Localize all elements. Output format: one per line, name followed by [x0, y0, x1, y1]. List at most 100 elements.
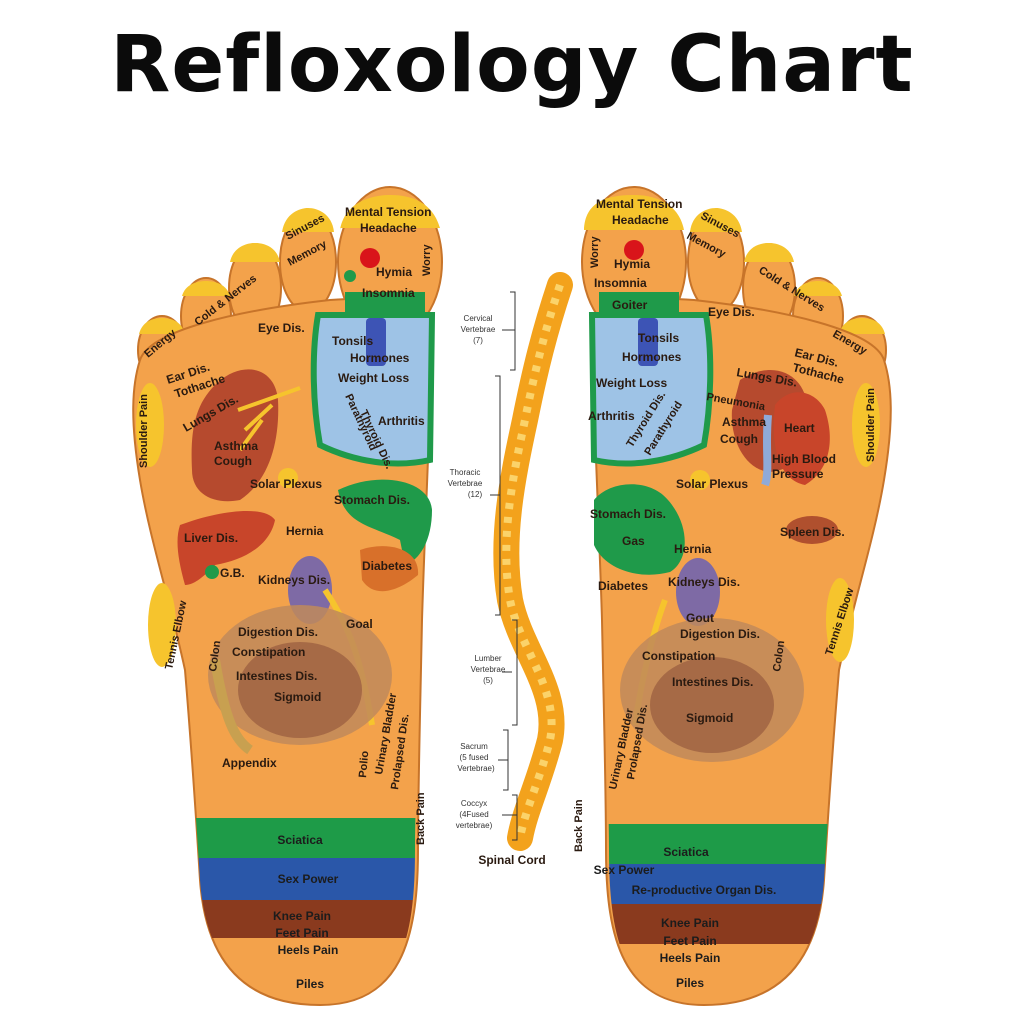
right-spleen [786, 516, 838, 544]
left-weight-loss-label: Weight Loss [338, 371, 409, 385]
left-mental-tension-label: Mental Tension [345, 205, 431, 219]
left-heels-pain-label: Heels Pain [278, 943, 339, 957]
right-head-dot [624, 240, 644, 260]
left-big-toe-tip [340, 195, 440, 230]
left-polio-label: Polio [357, 750, 371, 778]
right-hormones-label: Hormones [622, 350, 682, 364]
left-knee-pain-label: Knee Pain [273, 909, 331, 923]
right-gas-label: Gas [622, 534, 645, 548]
left-eye-label: Eye Dis. [258, 321, 305, 335]
left-pancreas [360, 546, 419, 592]
left-back-pain-label: Back Pain [415, 792, 427, 845]
left-headache-label: Headache [360, 221, 417, 235]
right-stomach-label: Stomach Dis. [590, 507, 666, 521]
left-kidneys-label: Kidneys Dis. [258, 573, 330, 587]
left-diabetes-label: Diabetes [362, 559, 412, 573]
right-colon-label: Colon [771, 640, 787, 673]
left-hernia-label: Hernia [286, 524, 324, 538]
left-feet-pain-label: Feet Pain [275, 926, 328, 940]
right-intestines-label: Intestines Dis. [672, 675, 753, 689]
left-cough-label: Cough [214, 454, 252, 468]
left-liver [177, 510, 275, 585]
coccyx-label-1: Coccyx [461, 799, 487, 808]
left-arthritis-label: Arthritis [378, 414, 425, 428]
left-sciatica-label: Sciatica [277, 833, 323, 847]
right-hernia-label: Hernia [674, 542, 712, 556]
left-sex-power-label: Sex Power [278, 872, 339, 886]
right-shoulder-zone [852, 383, 880, 467]
right-cough-label: Cough [720, 432, 758, 446]
cervical-label-3: (7) [473, 336, 483, 345]
thoracic-label-1: Thoracic [450, 468, 481, 477]
left-stomach-label: Stomach Dis. [334, 493, 410, 507]
right-asthma-label: Asthma [722, 415, 766, 429]
right-kidney [676, 558, 720, 626]
left-asthma-label: Asthma [214, 439, 258, 453]
right-stomach [594, 484, 685, 575]
right-blue-zone [588, 312, 714, 467]
thoracic-label-2: Vertebrae [448, 479, 483, 488]
right-gout-label: Gout [686, 611, 714, 625]
right-foot [581, 186, 892, 1007]
left-hormones-label: Hormones [350, 351, 410, 365]
left-constipation-label: Constipation [232, 645, 305, 659]
right-thyroid-coil [638, 318, 658, 366]
right-tonsils-label: Tonsils [638, 331, 679, 345]
right-elbow-zone [826, 578, 854, 662]
right-reproductive-label: Re-productive Organ Dis. [632, 883, 777, 897]
sacrum-label-1: Sacrum [460, 742, 488, 751]
right-weight-loss-label: Weight Loss [596, 376, 667, 390]
left-insomnia-label: Insomnia [362, 286, 415, 300]
right-sigmoid-label: Sigmoid [686, 711, 733, 725]
lumber-label-3: (5) [483, 676, 493, 685]
spinal-cord-label: Spinal Cord [478, 853, 545, 867]
right-kidneys-label: Kidneys Dis. [668, 575, 740, 589]
left-tonsils-label: Tonsils [332, 334, 373, 348]
left-intestines-label: Intestines Dis. [236, 669, 317, 683]
left-goal-label: Goal [346, 617, 373, 631]
left-solar-plexus-label: Solar Plexus [250, 477, 322, 491]
left-appendix-label: Appendix [222, 756, 277, 770]
left-head-dot [360, 248, 380, 268]
cervical-label-1: Cervical [464, 314, 493, 323]
right-worry-label: Worry [589, 236, 601, 268]
right-feet-pain-label: Feet Pain [663, 934, 716, 948]
right-heart-label: Heart [784, 421, 815, 435]
right-goiter-label: Goiter [612, 298, 648, 312]
sacrum-label-2: (5 fused [460, 753, 489, 762]
right-mental-tension-label: Mental Tension [596, 197, 682, 211]
coccyx-label-3: vertebrae) [456, 821, 493, 830]
cervical-label-2: Vertebrae [461, 325, 496, 334]
left-sigmoid-label: Sigmoid [274, 690, 321, 704]
right-eye-label: Eye Dis. [708, 305, 755, 319]
left-digestion-label: Digestion Dis. [238, 625, 318, 639]
right-hymia-label: Hymia [614, 257, 650, 271]
left-foot [132, 186, 443, 1007]
left-piles-label: Piles [296, 977, 324, 991]
sacrum-label-3: Vertebrae) [457, 764, 495, 773]
left-shoulder-zone [136, 383, 164, 467]
left-liver-label: Liver Dis. [184, 531, 238, 545]
right-band-knee-pain [590, 904, 890, 944]
right-back-pain-label: Back Pain [573, 799, 585, 852]
left-colon-label: Colon [207, 640, 223, 673]
thoracic-label-3: (12) [468, 490, 483, 499]
right-shoulder-pain-label: Shoulder Pain [865, 388, 877, 462]
right-heels-pain-label: Heels Pain [660, 951, 721, 965]
right-digestion-label: Digestion Dis. [680, 627, 760, 641]
right-pressure-label: Pressure [772, 467, 824, 481]
left-shoulder-pain-label: Shoulder Pain [138, 394, 150, 468]
left-blue-zone [310, 312, 436, 467]
left-gb-label: G.B. [220, 566, 245, 580]
coccyx-label-2: (4Fused [459, 810, 488, 819]
lumber-label-2: Vertebrae [471, 665, 506, 674]
right-knee-pain-label: Knee Pain [661, 916, 719, 930]
right-band-sciatica [590, 824, 890, 864]
left-stomach [338, 479, 432, 565]
left-worry-label: Worry [421, 244, 433, 276]
right-headache-label: Headache [612, 213, 669, 227]
right-diabetes-label: Diabetes [598, 579, 648, 593]
right-spleen-label: Spleen Dis. [780, 525, 845, 539]
right-sciatica-label: Sciatica [663, 845, 709, 859]
